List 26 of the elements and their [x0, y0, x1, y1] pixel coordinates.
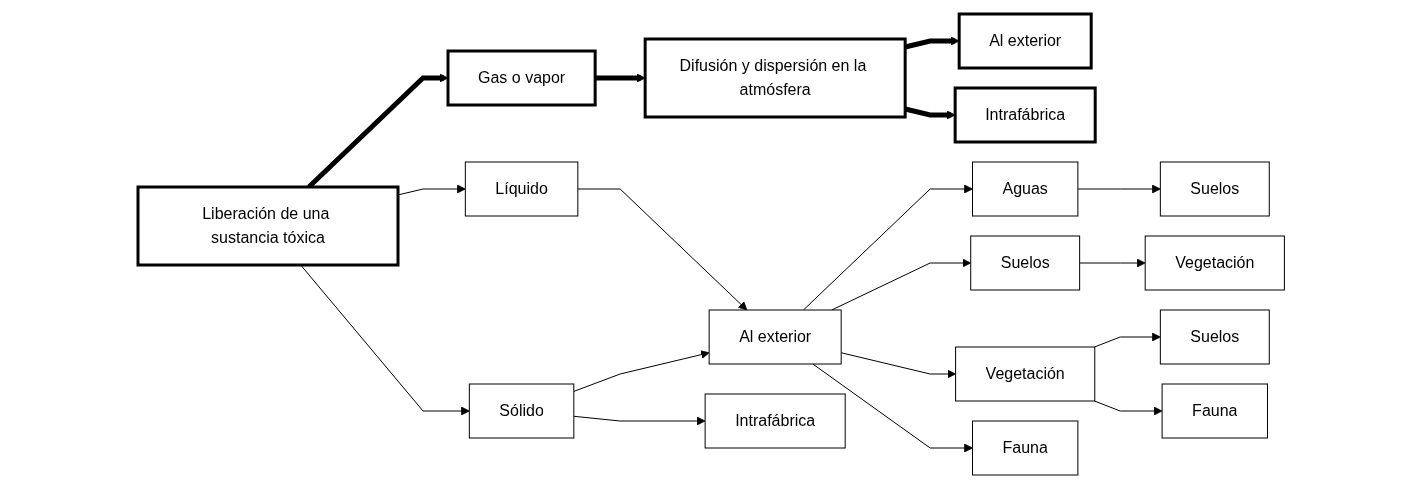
node-box: Fauna: [972, 420, 1079, 476]
node-box: Al exterior: [957, 12, 1093, 70]
arrow: [831, 258, 972, 311]
node-box: Liberación de una sustancia tóxica: [136, 185, 400, 267]
node-box: Difusión y dispersión en la atmósfera: [643, 37, 907, 119]
node-box: Suelos: [970, 235, 1081, 291]
node-box: Vegetación: [955, 346, 1096, 402]
node-box: Suelos: [1160, 161, 1271, 217]
arrow: [1094, 400, 1163, 416]
arrow: [595, 73, 646, 83]
node-box: Vegetación: [1145, 235, 1286, 291]
node-box: Sólido: [469, 383, 575, 439]
arrow: [573, 415, 706, 426]
node-box: Fauna: [1161, 383, 1269, 439]
node-box: Gas o vapor: [446, 49, 597, 107]
node-box: Aguas: [972, 161, 1079, 217]
node-box: Intrafábrica: [704, 393, 846, 449]
arrow: [577, 188, 748, 311]
arrow: [803, 184, 974, 311]
arrow: [573, 350, 710, 392]
node-box: Suelos: [1160, 309, 1271, 365]
arrow: [1079, 258, 1146, 268]
node-box: Intrafábrica: [953, 86, 1097, 144]
arrow: [840, 352, 957, 379]
node-box: Al exterior: [708, 309, 842, 365]
node-box: Líquido: [465, 161, 579, 217]
